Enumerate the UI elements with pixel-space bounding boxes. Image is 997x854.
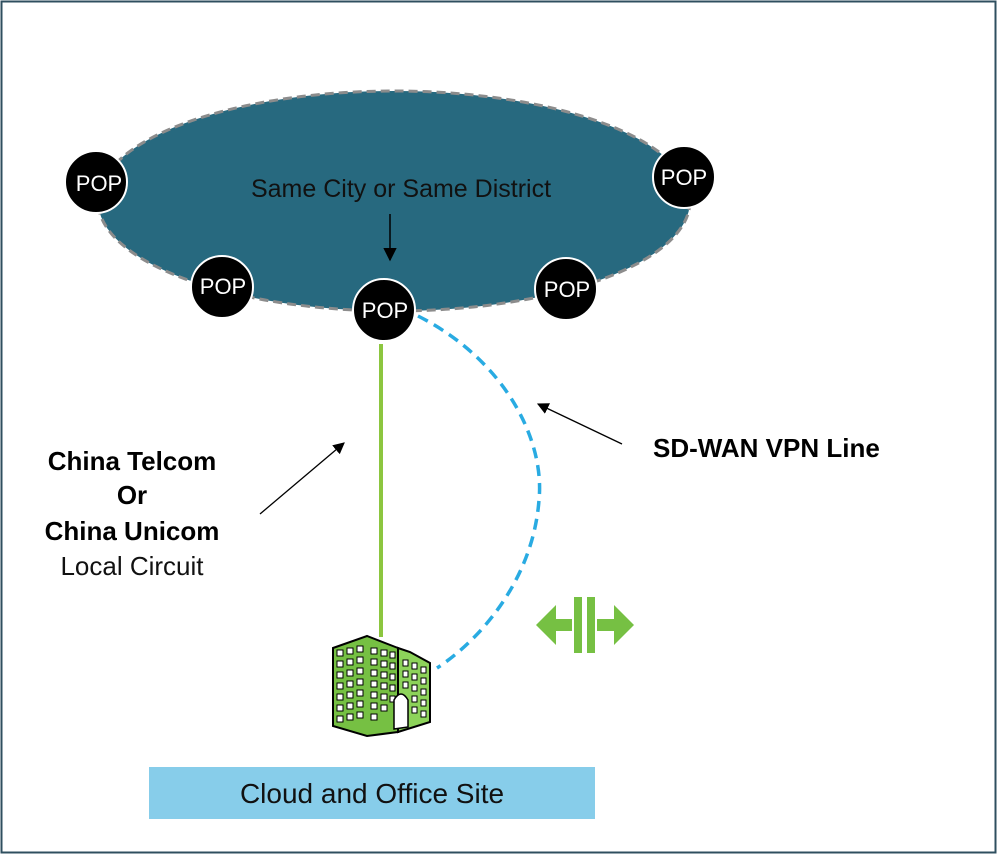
pop-node-lower-left: POP (190, 255, 254, 319)
pop-node-right: POP (652, 145, 716, 209)
pop-label: POP (544, 277, 590, 302)
sdwan-vpn-line (417, 314, 542, 670)
vpn-label: SD-WAN VPN Line (653, 433, 880, 463)
pop-label: POP (200, 274, 246, 299)
pop-label: POP (362, 298, 408, 323)
site-label-box (149, 767, 595, 819)
bidirectional-connector-icon (536, 597, 634, 653)
circuit-carrier-2: China Unicom (45, 516, 220, 546)
site-label: Cloud and Office Site (240, 778, 504, 809)
pop-node-lower-right: POP (534, 257, 598, 321)
vpn-pointer-arrow (536, 403, 623, 445)
office-building-icon (332, 634, 431, 738)
region-label: Same City or Same District (251, 175, 551, 203)
circuit-type: Local Circuit (60, 551, 204, 581)
pop-label: POP (661, 165, 707, 190)
circuit-carrier-1: China Telcom (48, 446, 217, 476)
pop-node-left: POP (64, 150, 128, 214)
pop-node-center: POP (352, 278, 416, 342)
pop-label: POP (76, 171, 122, 196)
circuit-or: Or (117, 480, 147, 510)
circuit-pointer-arrow (259, 442, 345, 515)
